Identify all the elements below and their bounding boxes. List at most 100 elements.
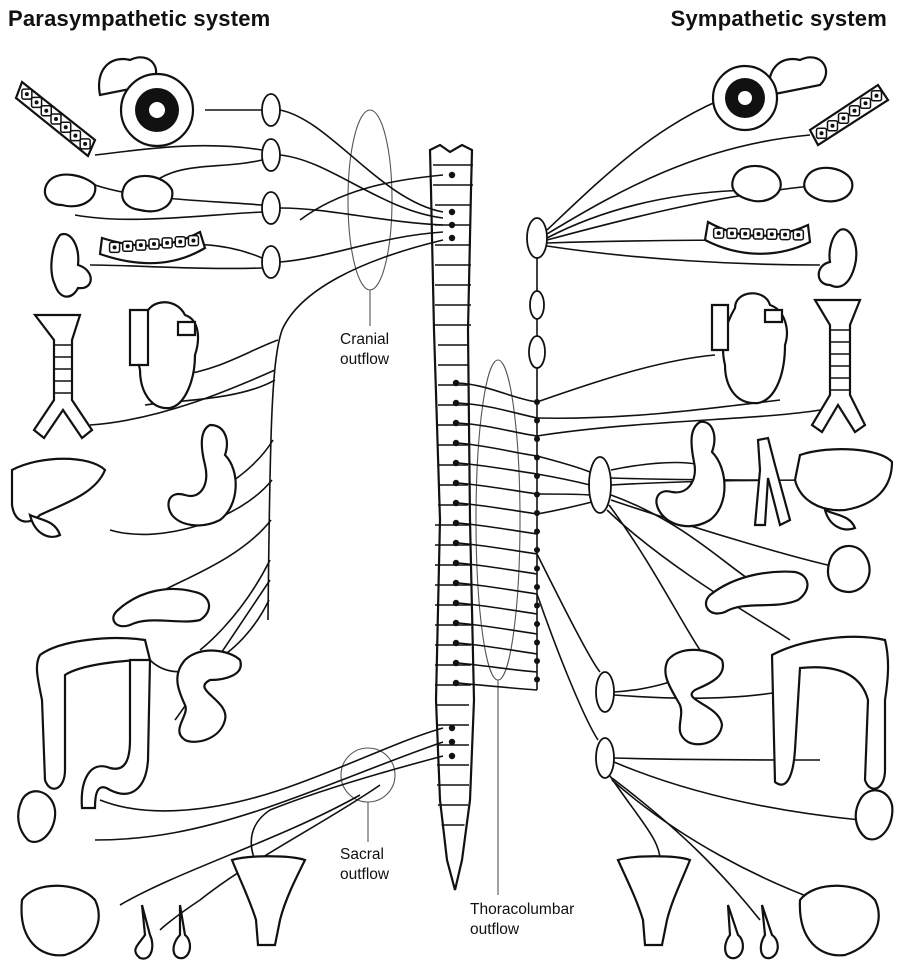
left-kidney [18,791,55,842]
sympathetic-chain-dot [534,566,540,572]
sympathetic-chain-dot [534,677,540,683]
gland-cell-nucleus [139,243,143,247]
sympathetic-chain-dot [534,584,540,590]
gland-cell-nucleus [165,241,169,245]
sympathetic-chain-dot [534,473,540,479]
cranial-label-line2: outflow [340,350,389,370]
inferior-mesenteric-ganglion [596,738,614,778]
sacral-label-line1: Sacral [340,845,389,865]
right-uterus [618,856,690,945]
sacral-cord-dot [449,725,455,731]
sympathetic-chain-dot [534,529,540,535]
thoracolumbar-cord-dot [453,440,459,446]
left-parotid-gland [45,175,95,207]
gland-cell-nucleus [35,100,39,104]
left-eye [99,57,193,146]
otic-ganglion [262,246,280,278]
left-pancreas [113,589,209,626]
left-submandibular-gland [122,176,172,211]
gland-cell-nucleus [770,232,774,236]
inferior-cervical-ganglion [529,336,545,368]
gland-cell-nucleus [191,239,195,243]
left-uterus [232,856,305,945]
thoracolumbar-label-line2: outflow [470,920,574,940]
sympathetic-chain-dot [534,399,540,405]
sympathetic-chain-dot [534,436,540,442]
gland-cell-nucleus [796,233,800,237]
sympathetic-chain-dot [534,455,540,461]
thoracolumbar-cord-dot [453,580,459,586]
right-pharynx [819,229,857,287]
left-liver [12,459,105,522]
left-colon-descending [82,660,150,808]
thoracolumbar-cord-dot [453,400,459,406]
gland-cell-nucleus [73,134,77,138]
left-lacrimal-gland [16,82,95,156]
gland-cell-nucleus [875,94,879,98]
thoracolumbar-cord-dot [453,460,459,466]
gland-cell-nucleus [44,109,48,113]
thoracolumbar-cord-dot [453,640,459,646]
thoracolumbar-cord-dot [453,520,459,526]
thoracolumbar-cord-dot [453,660,459,666]
cranial-cord-dot [449,172,455,178]
sacral-outflow-label: Sacral outflow [340,845,389,885]
gland-cell-nucleus [743,232,747,236]
thoracolumbar-cord-dot [453,480,459,486]
cranial-label-line1: Cranial [340,330,389,350]
right-organs [618,57,892,958]
right-liver [795,449,892,510]
right-heart [712,293,787,403]
thoracolumbar-cord-dot [453,620,459,626]
left-testis-2 [174,905,191,958]
sympathetic-chain-dot [534,492,540,498]
thoracolumbar-cord-dot [453,560,459,566]
thoracolumbar-cord-dot [453,420,459,426]
thoracolumbar-cord-dot [453,540,459,546]
right-gallbladder [825,510,855,529]
left-sublingual-gland [100,232,205,263]
right-submandibular-gland [804,168,852,202]
gland-cell-nucleus [757,232,761,236]
cranial-cord-dot [449,222,455,228]
gland-cell-nucleus [730,231,734,235]
gland-cell-nucleus [831,124,835,128]
thoracolumbar-outflow-label: Thoracolumbar outflow [470,900,574,940]
gland-cell-nucleus [126,244,130,248]
superior-mesenteric-ganglion [596,672,614,712]
cranial-outflow-label: Cranial outflow [340,330,389,370]
left-heart [130,302,198,408]
gland-cell-nucleus [842,116,846,120]
thoracolumbar-cord-dot [453,680,459,686]
right-parotid-gland [732,166,781,201]
right-blood-vessels [755,438,790,525]
gland-cell-nucleus [783,233,787,237]
sympathetic-chain-dot [534,640,540,646]
cranial-cord-dot [449,235,455,241]
right-stomach [656,422,724,526]
left-bladder [22,886,99,956]
gland-cell-nucleus [152,242,156,246]
right-kidney [856,790,893,839]
sympathetic-chain-dot [534,621,540,627]
thoracolumbar-label-line1: Thoracolumbar [470,900,574,920]
left-pharynx [51,234,90,297]
celiac-ganglion [589,457,611,513]
right-lacrimal-gland [810,85,888,145]
gland-cell-nucleus [864,101,868,105]
sacral-cord-dot [449,739,455,745]
right-pancreas [706,572,807,614]
gland-cell-nucleus [113,245,117,249]
middle-cervical-ganglion [530,291,544,319]
left-organs [12,57,305,958]
left-small-intestine [177,651,240,742]
right-bladder [800,886,879,956]
right-trachea [812,300,865,432]
right-adrenal [828,546,870,592]
gland-cell-nucleus [717,231,721,235]
sacral-label-line2: outflow [340,865,389,885]
gland-cell-nucleus [64,125,68,129]
right-testis-1 [725,905,743,958]
sympathetic-chain-dot [534,418,540,424]
right-sublingual-gland [705,222,810,254]
